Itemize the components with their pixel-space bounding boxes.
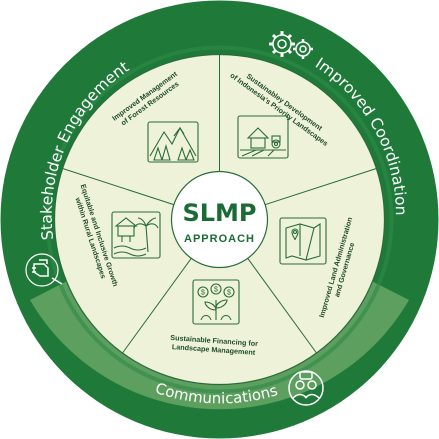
coastal-village-icon	[111, 211, 161, 259]
people-speech-icon	[288, 370, 324, 406]
forest-mountain-icon	[147, 121, 199, 163]
gears-icon	[269, 31, 313, 59]
core-title: SLMP	[182, 199, 256, 227]
svg-text:$: $	[214, 287, 218, 294]
communications-band	[30, 275, 409, 410]
land-map-icon	[279, 217, 327, 265]
core-subtitle: APPROACH	[184, 233, 255, 245]
money-plant-icon: $ $ $	[192, 279, 240, 325]
inner-band	[45, 45, 394, 394]
svg-text:$: $	[227, 290, 231, 297]
farm-landscape-icon	[237, 115, 289, 159]
svg-text:$: $	[201, 290, 205, 297]
core-circle	[170, 170, 269, 269]
handshake-hand-icon	[25, 253, 63, 287]
